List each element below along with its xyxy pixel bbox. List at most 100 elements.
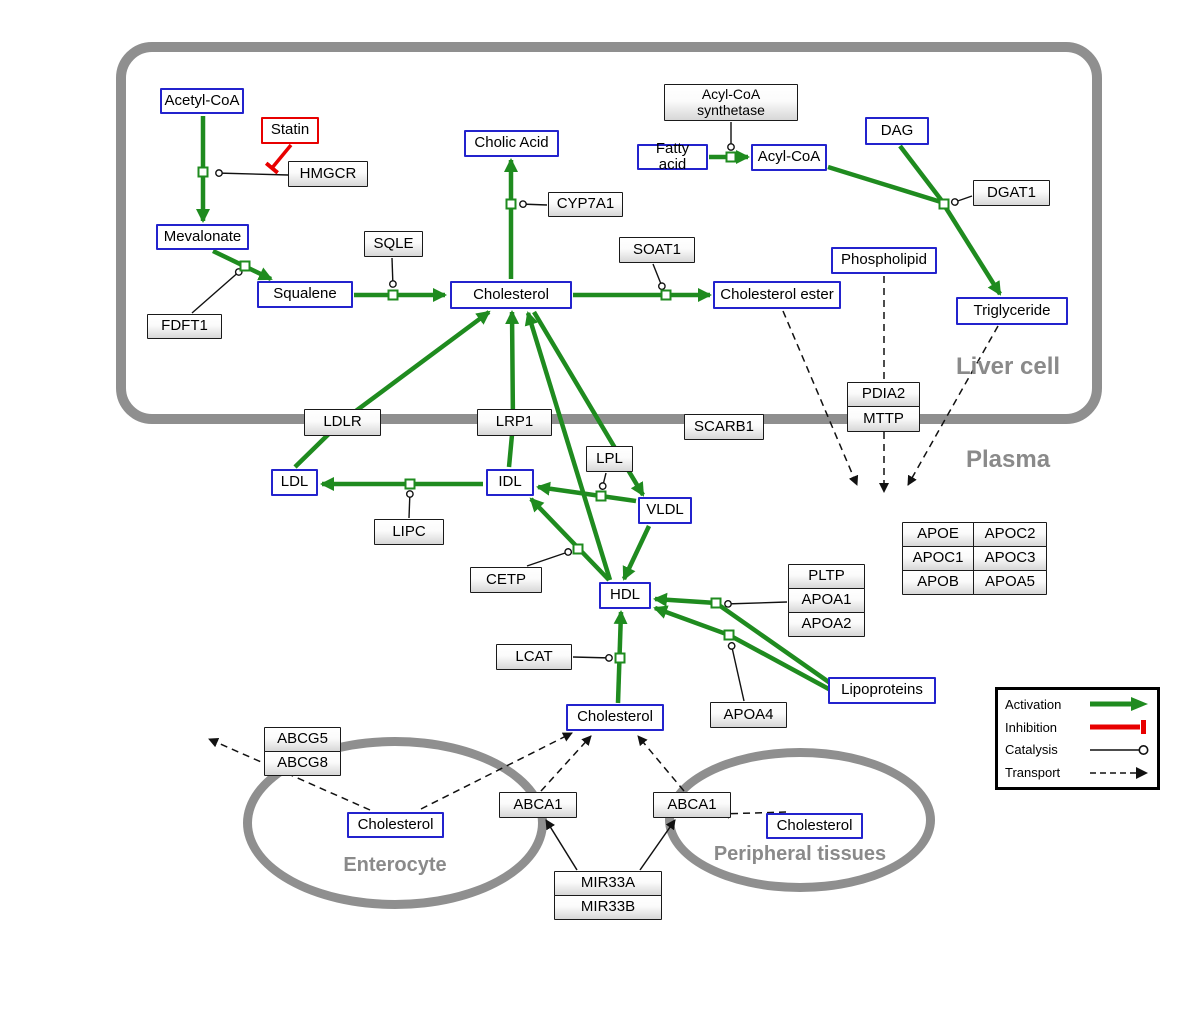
reaction-anchor xyxy=(404,478,416,490)
liver-cell-compartment xyxy=(116,42,1102,424)
edge-act-15 xyxy=(529,497,611,582)
transport-dashed-arrow-icon xyxy=(1090,766,1148,779)
legend-row-transport: Transport xyxy=(1005,765,1150,781)
hmgcr[interactable]: HMGCR xyxy=(288,161,368,187)
squalene[interactable]: Squalene xyxy=(257,281,353,308)
lipoproteins[interactable]: Lipoproteins xyxy=(828,677,936,704)
abca1-right[interactable]: ABCA1 xyxy=(653,792,731,818)
apoc2[interactable]: APOC2 xyxy=(973,522,1047,547)
cholic-acid[interactable]: Cholic Acid xyxy=(464,130,559,157)
legend-catalysis-label: Catalysis xyxy=(1005,742,1058,758)
cholesterol-enterocyte[interactable]: Cholesterol xyxy=(347,812,444,838)
liver-cell-label: Liver cell xyxy=(956,353,1061,380)
legend-row-activation: Activation xyxy=(1005,696,1150,712)
catalysis-circle-icon xyxy=(1090,744,1149,755)
edge-act-8 xyxy=(944,206,1002,296)
cholesterol-liver[interactable]: Cholesterol xyxy=(450,281,572,309)
edge-cat-28 xyxy=(405,490,414,519)
apoc3[interactable]: APOC3 xyxy=(973,546,1047,571)
dgat1[interactable]: DGAT1 xyxy=(973,180,1050,206)
vldl[interactable]: VLDL xyxy=(638,497,692,524)
sqle[interactable]: SQLE xyxy=(364,231,423,257)
lrp1[interactable]: LRP1 xyxy=(477,409,552,436)
edge-cat-24 xyxy=(652,263,666,291)
edge-cat-21 xyxy=(191,268,243,314)
mttp[interactable]: MTTP xyxy=(847,406,920,432)
mir33a[interactable]: MIR33A xyxy=(554,871,662,896)
edge-cat-32 xyxy=(724,600,788,608)
edge-act-10 xyxy=(505,310,520,468)
pltp[interactable]: PLTP xyxy=(788,564,865,589)
fdft1[interactable]: FDFT1 xyxy=(147,314,222,339)
edge-blk-43 xyxy=(639,819,676,871)
triglyceride[interactable]: Triglyceride xyxy=(956,297,1068,325)
fatty-acid[interactable]: Fatty acid xyxy=(637,140,708,173)
lcat[interactable]: LCAT xyxy=(496,644,572,670)
apoa4[interactable]: APOA4 xyxy=(710,702,787,728)
hdl[interactable]: HDL xyxy=(599,582,651,609)
abcg5[interactable]: ABCG5 xyxy=(264,727,341,752)
reaction-anchor xyxy=(595,490,607,502)
cholesterol-peripheral[interactable]: Cholesterol xyxy=(766,813,863,839)
reaction-anchor xyxy=(239,260,251,272)
legend-row-catalysis: Catalysis xyxy=(1005,742,1150,758)
edge-cat-29 xyxy=(526,548,573,567)
edge-act-16 xyxy=(621,525,652,581)
legend-row-inhibition: Inhibition xyxy=(1005,719,1150,735)
edge-actn-7 xyxy=(898,144,944,203)
cholesterol-ester[interactable]: Cholesterol ester xyxy=(713,281,841,309)
peripheral-tissues-label: Peripheral tissues xyxy=(713,843,887,865)
reaction-anchor xyxy=(660,289,672,301)
edge-tra-39 xyxy=(540,735,592,792)
soat1[interactable]: SOAT1 xyxy=(619,237,695,263)
edge-tra-40 xyxy=(637,735,685,792)
reaction-anchor xyxy=(387,289,399,301)
apoa5[interactable]: APOA5 xyxy=(973,570,1047,595)
dag[interactable]: DAG xyxy=(865,117,929,145)
acetyl-coa[interactable]: Acetyl-CoA xyxy=(160,88,244,114)
edge-cat-31 xyxy=(727,642,745,702)
idl[interactable]: IDL xyxy=(486,469,534,496)
edge-cat-27 xyxy=(598,472,607,490)
ldl[interactable]: LDL xyxy=(271,469,318,496)
reaction-anchor xyxy=(938,198,950,210)
reaction-anchor xyxy=(197,166,209,178)
apoc1[interactable]: APOC1 xyxy=(902,546,974,571)
edge-tra-36 xyxy=(907,325,999,486)
scarb1[interactable]: SCARB1 xyxy=(684,414,764,440)
edge-act-9 xyxy=(293,310,491,469)
plasma-label: Plasma xyxy=(966,446,1051,473)
apoa2[interactable]: APOA2 xyxy=(788,612,865,637)
cyp7a1[interactable]: CYP7A1 xyxy=(548,192,623,217)
edge-actn-6 xyxy=(827,164,942,205)
apob[interactable]: APOB xyxy=(902,570,974,595)
abcg8[interactable]: ABCG8 xyxy=(264,751,341,776)
edge-cat-23 xyxy=(519,200,548,209)
ldlr[interactable]: LDLR xyxy=(304,409,381,436)
lipc[interactable]: LIPC xyxy=(374,519,444,545)
cetp[interactable]: CETP xyxy=(470,567,542,593)
apoe[interactable]: APOE xyxy=(902,522,974,547)
phospholipid[interactable]: Phospholipid xyxy=(831,247,937,274)
activation-arrow-icon xyxy=(1090,697,1148,712)
reaction-anchor xyxy=(725,151,737,163)
mevalonate[interactable]: Mevalonate xyxy=(156,224,249,250)
apoa1[interactable]: APOA1 xyxy=(788,588,865,613)
acyl-coa-synthetase[interactable]: Acyl-CoA synthetase xyxy=(664,84,798,121)
edge-inh-33 xyxy=(264,143,293,175)
edge-cat-20 xyxy=(215,169,289,177)
cholesterol-plasma[interactable]: Cholesterol xyxy=(566,704,664,731)
edge-tra-38 xyxy=(420,732,573,810)
pdia2[interactable]: PDIA2 xyxy=(847,382,920,407)
mir33b[interactable]: MIR33B xyxy=(554,895,662,920)
abca1-left[interactable]: ABCA1 xyxy=(499,792,577,818)
statin[interactable]: Statin xyxy=(261,117,319,144)
lpl[interactable]: LPL xyxy=(586,446,633,472)
legend-activation-label: Activation xyxy=(1005,696,1062,712)
edge-cat-26 xyxy=(950,195,973,206)
edge-cat-30 xyxy=(572,654,613,662)
acyl-coa[interactable]: Acyl-CoA xyxy=(751,144,827,171)
